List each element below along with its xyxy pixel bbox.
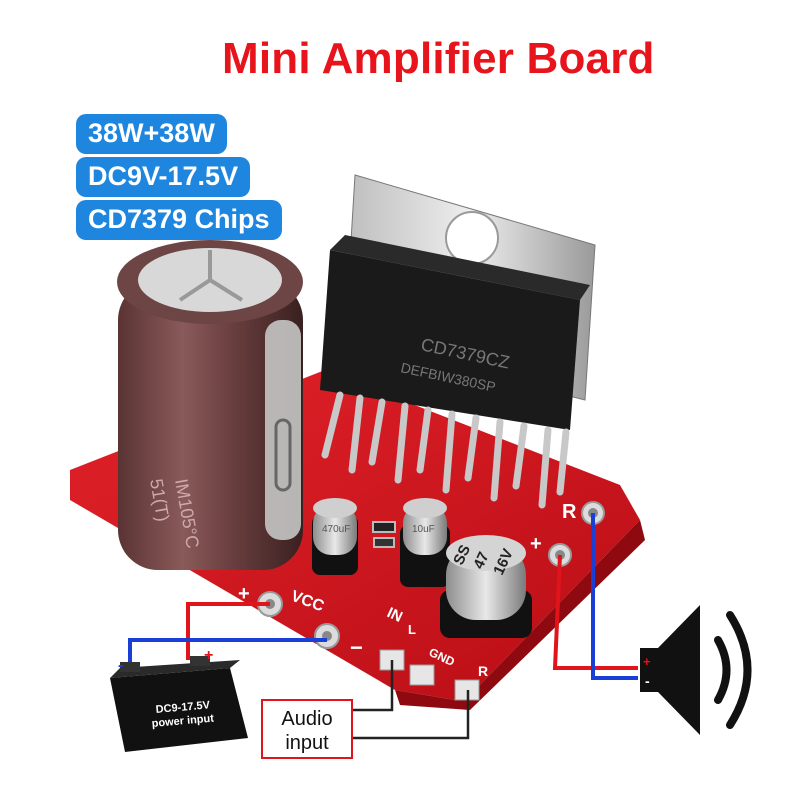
board-label-r: R — [478, 663, 488, 679]
chip-legs — [321, 391, 570, 509]
page-title: Mini Amplifier Board — [222, 34, 655, 83]
battery-label-1: DC9-17.5V — [155, 699, 211, 716]
chip-body — [320, 250, 580, 430]
smd-resistor — [372, 521, 396, 533]
large-capacitor: IM105°C 51(T) — [117, 240, 303, 570]
audio-input-line1: Audio — [281, 708, 332, 730]
small-capacitor-1: 470uF — [312, 498, 358, 575]
speaker-wire-blue — [591, 513, 638, 680]
board-label-minus: − — [350, 635, 363, 660]
battery-minus: - — [118, 657, 123, 674]
speaker-minus: - — [645, 673, 650, 689]
small-cap-3-marking-1: SS — [450, 542, 474, 567]
chip-badge: CD7379 Chips — [76, 200, 282, 240]
speaker-wire-red — [552, 554, 638, 670]
small-cap-2-marking: 10uF — [412, 524, 435, 535]
small-capacitor-3: SS 47 16V — [440, 535, 532, 638]
voltage-badge: DC9V-17.5V — [76, 157, 251, 197]
power-wire-red — [186, 602, 270, 660]
board-label-plus-out: + — [530, 533, 542, 555]
audio-wire-1 — [352, 660, 394, 712]
power-wire-blue — [128, 638, 327, 665]
small-cap-3-marking-2: 47 — [470, 549, 492, 571]
chip-mount-hole — [445, 211, 499, 265]
board-label-plus: + — [238, 583, 250, 605]
board-label-in: IN — [384, 604, 405, 626]
board-label-r-out: R — [562, 501, 577, 523]
speaker-icon: + - — [640, 605, 752, 735]
power-badge: 38W+38W — [76, 114, 227, 154]
battery-plus: + — [204, 647, 213, 664]
audio-input-box — [261, 699, 353, 759]
audio-wire-2 — [352, 690, 470, 740]
input-gnd-pad — [409, 664, 435, 686]
small-cap-1-marking: 470uF — [322, 524, 350, 535]
speaker-plus: + — [643, 654, 651, 669]
smd-resistor-2 — [373, 537, 395, 548]
audio-input-line2: input — [285, 732, 329, 754]
small-capacitor-2: 10uF — [400, 498, 450, 587]
board-label-l: L — [408, 622, 416, 637]
chip-body-top — [330, 235, 590, 300]
battery-icon: - + DC9-17.5V power input — [110, 647, 248, 752]
battery-label-2: power input — [151, 713, 214, 730]
